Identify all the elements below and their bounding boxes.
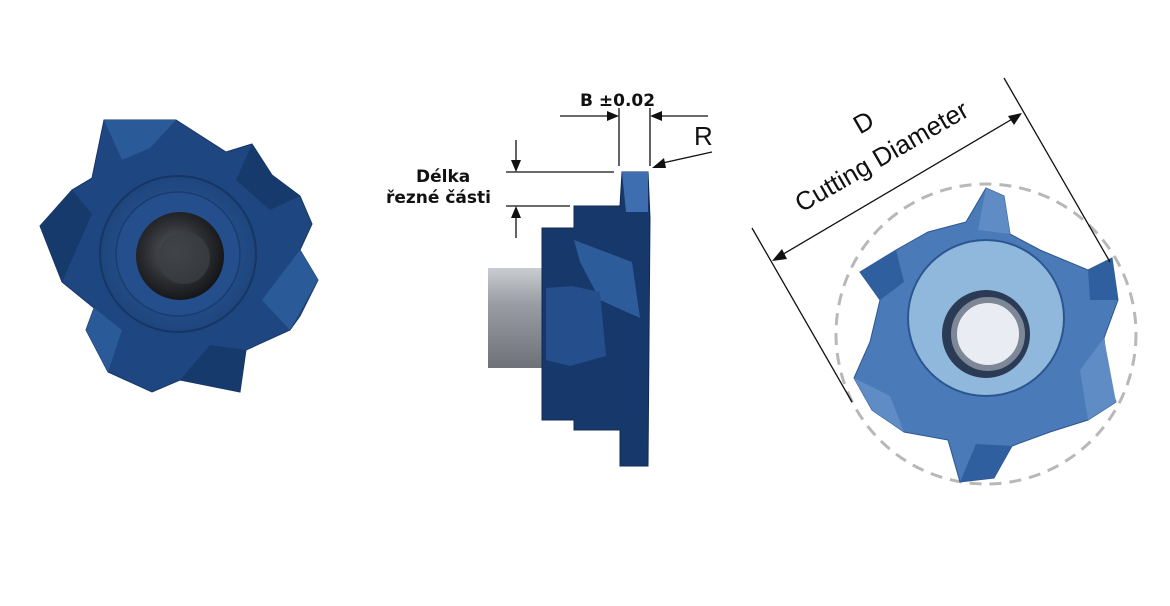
tooth-left-lower bbox=[86, 308, 122, 372]
tooth-bottom bbox=[180, 345, 246, 392]
cut-length-label-line1: Délka bbox=[416, 167, 470, 187]
front-tooth-2 bbox=[1088, 258, 1118, 300]
front-tooth-5 bbox=[854, 378, 904, 432]
front-tooth-1 bbox=[978, 188, 1010, 234]
cutting-diameter-circle bbox=[834, 182, 1138, 486]
tooth-top bbox=[104, 120, 176, 160]
front-bore bbox=[951, 297, 1025, 371]
insert-perspective-view bbox=[39, 119, 319, 393]
cutting-diameter-label: Cutting Diameter bbox=[790, 94, 974, 218]
tooth-left bbox=[40, 190, 92, 282]
b-tolerance-label: B ±0.02 bbox=[580, 91, 655, 111]
front-tooth-3 bbox=[1080, 338, 1116, 420]
tooth-right bbox=[236, 144, 300, 210]
insert-front-view: D Cutting Diameter bbox=[751, 77, 1138, 486]
d-label: D bbox=[848, 105, 879, 140]
r-label: R bbox=[694, 121, 713, 151]
shank bbox=[488, 268, 546, 368]
insert-side-view: B ±0.02 R Délka řezné části bbox=[386, 91, 713, 467]
side-face bbox=[546, 286, 606, 366]
side-flute-highlight bbox=[574, 240, 640, 318]
tooth-right-lower bbox=[262, 250, 318, 330]
side-tip bbox=[622, 172, 648, 212]
bore-inner bbox=[158, 232, 210, 284]
front-tooth-4 bbox=[960, 444, 1012, 482]
cut-length-label-line2: řezné části bbox=[386, 188, 491, 208]
front-tooth-6 bbox=[860, 250, 904, 300]
